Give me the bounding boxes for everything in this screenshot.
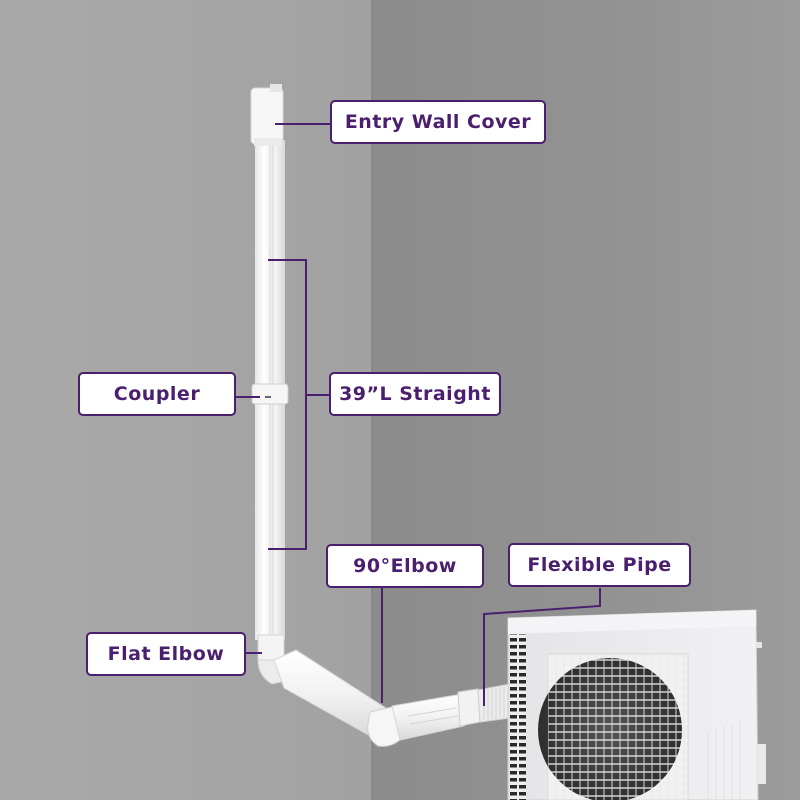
label-entry-wall-cover: Entry Wall Cover — [330, 100, 546, 144]
horizontal-duct — [391, 693, 465, 741]
entry-wall-cover-part — [250, 84, 284, 146]
label-ninety-elbow: 90°Elbow — [326, 544, 484, 588]
leader-flexible-pipe — [483, 588, 601, 706]
leader-lines — [236, 123, 601, 706]
label-flexible-pipe: Flexible Pipe — [508, 543, 691, 587]
horizontal-coupler — [457, 688, 481, 727]
leader-straight-bracket — [268, 259, 330, 550]
flexible-pipe-part — [477, 683, 511, 723]
coupler-part — [251, 383, 289, 405]
label-flat-elbow: Flat Elbow — [86, 632, 246, 676]
label-coupler: Coupler — [78, 372, 236, 416]
ac-outdoor-unit — [507, 609, 766, 800]
label-straight: 39”L Straight — [329, 372, 501, 416]
